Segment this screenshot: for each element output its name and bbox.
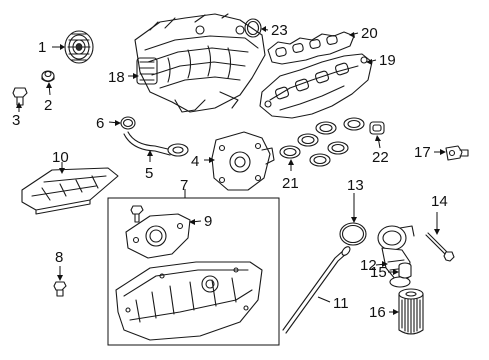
callout-10: 10 [52,149,69,166]
part-8-drain-plug [53,281,67,297]
part-10-windage-tray [21,167,119,215]
callout-15: 15 [370,264,387,281]
part-3-bolt [12,87,28,106]
callout-14: 14 [431,193,448,210]
callout-16: 16 [369,304,386,321]
part-6-o-ring [120,116,136,130]
callout-5: 5 [145,165,153,182]
callout-8: 8 [55,249,63,266]
callout-20: 20 [361,25,378,42]
part-14-bolt [425,232,455,262]
callout-23: 23 [271,22,288,39]
part-19-lower-intake [259,53,373,119]
leader-11 [317,296,331,303]
part-7-bolt [130,205,144,223]
part-18-intake-manifold [134,13,266,113]
callout-17: 17 [414,144,431,161]
part-16-oil-filter [398,288,424,335]
callout-18: 18 [108,69,125,86]
callout-6: 6 [96,115,104,132]
part-2-washer [41,70,55,83]
part-20-gasket [267,31,355,65]
part-4-oil-pump [211,131,275,191]
part-21-gaskets [279,117,365,167]
callout-4: 4 [191,153,199,170]
callout-7: 7 [180,177,188,194]
callout-11: 11 [333,295,349,312]
part-5-pickup-tube [123,131,189,157]
part-23-o-ring [244,18,262,38]
part-13-o-ring [339,222,367,246]
part-15-cap [398,262,412,279]
callout-3: 3 [12,112,20,129]
part-7-group-box [107,197,280,346]
callout-12: 12 [360,257,377,274]
part-7-oil-pan [115,261,263,341]
callout-9: 9 [204,213,212,230]
part-11-dipstick [282,246,351,334]
callout-1: 1 [38,39,46,56]
part-17-sensor [445,145,469,161]
callout-2: 2 [44,97,52,114]
part-1-pulley [64,30,94,64]
part-9-baffle [125,213,191,259]
callout-21: 21 [282,175,299,192]
callout-19: 19 [379,52,396,69]
callout-13: 13 [347,177,364,194]
callout-22: 22 [372,149,389,166]
part-22-gasket [369,121,385,135]
